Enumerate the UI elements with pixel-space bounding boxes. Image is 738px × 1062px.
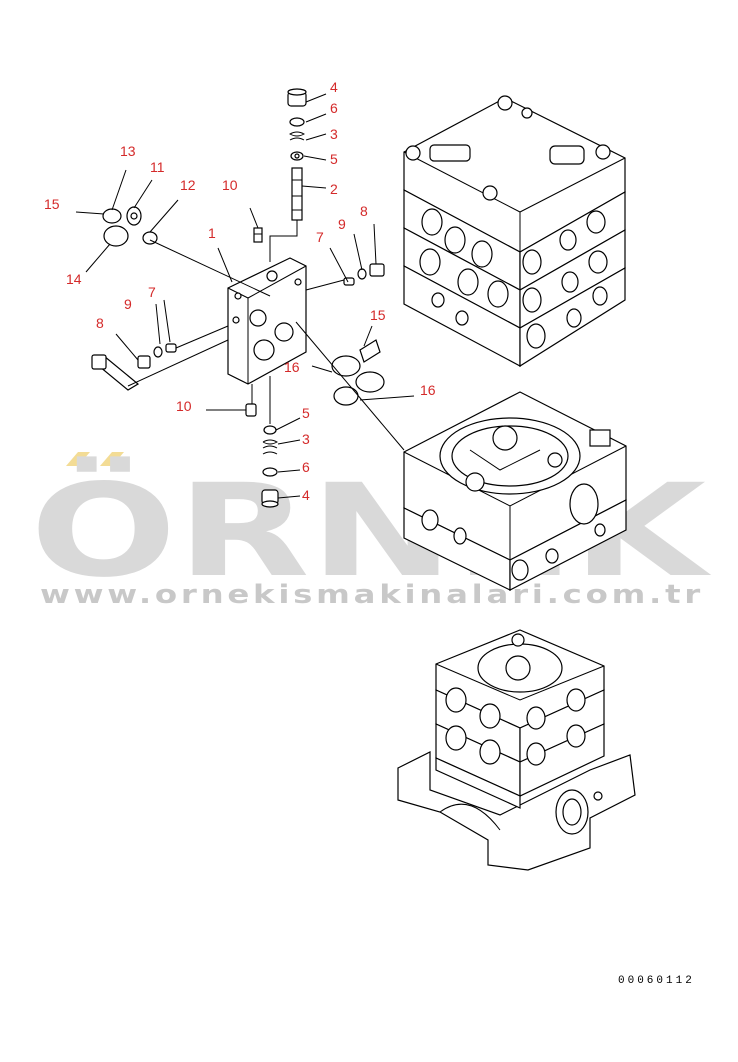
valve-stack-upper bbox=[403, 95, 626, 368]
callout-16-right: 16 bbox=[420, 382, 436, 398]
callout-9-right: 9 bbox=[338, 216, 346, 232]
watermark-accent-left bbox=[66, 452, 90, 466]
callout-1: 1 bbox=[208, 225, 216, 241]
callout-10-bottom: 10 bbox=[176, 398, 192, 414]
small-parts bbox=[91, 206, 385, 417]
spool-stack-bottom bbox=[261, 425, 279, 508]
valve-body-middle bbox=[403, 391, 627, 591]
callout-3-top: 3 bbox=[330, 126, 338, 142]
callout-3-bottom: 3 bbox=[302, 431, 310, 447]
callout-10-top: 10 bbox=[222, 177, 238, 193]
valve-stack-lower bbox=[397, 629, 636, 871]
callouts: 4 6 3 5 2 13 11 12 10 15 1 7 9 8 14 7 9 … bbox=[44, 79, 436, 503]
callout-15-left: 15 bbox=[44, 196, 60, 212]
spool-stack-top bbox=[269, 88, 307, 262]
callout-8-left: 8 bbox=[96, 315, 104, 331]
callout-4-top: 4 bbox=[330, 79, 338, 95]
callout-11: 11 bbox=[150, 159, 165, 175]
leader-lines bbox=[75, 93, 415, 499]
callout-6-bottom: 6 bbox=[302, 459, 310, 475]
callout-4-bottom: 4 bbox=[302, 487, 310, 503]
watermark-accent-right bbox=[100, 452, 124, 466]
section-block bbox=[227, 257, 307, 385]
callout-16-left: 16 bbox=[284, 359, 300, 375]
callout-6-top: 6 bbox=[330, 100, 338, 116]
callout-5-top: 5 bbox=[330, 151, 338, 167]
callout-5-bottom: 5 bbox=[302, 405, 310, 421]
callout-8-right: 8 bbox=[360, 203, 368, 219]
drawing-code: 00060112 bbox=[618, 975, 695, 987]
watermark-url: www.ornekismakinalari.com.tr bbox=[40, 580, 704, 610]
callout-2: 2 bbox=[330, 181, 338, 197]
callout-14: 14 bbox=[66, 271, 82, 287]
callout-7-left: 7 bbox=[148, 284, 156, 300]
callout-15-right: 15 bbox=[370, 307, 386, 323]
callout-7-right: 7 bbox=[316, 229, 324, 245]
callout-12: 12 bbox=[180, 177, 196, 193]
callout-13: 13 bbox=[120, 143, 136, 159]
callout-9-left: 9 bbox=[124, 296, 132, 312]
